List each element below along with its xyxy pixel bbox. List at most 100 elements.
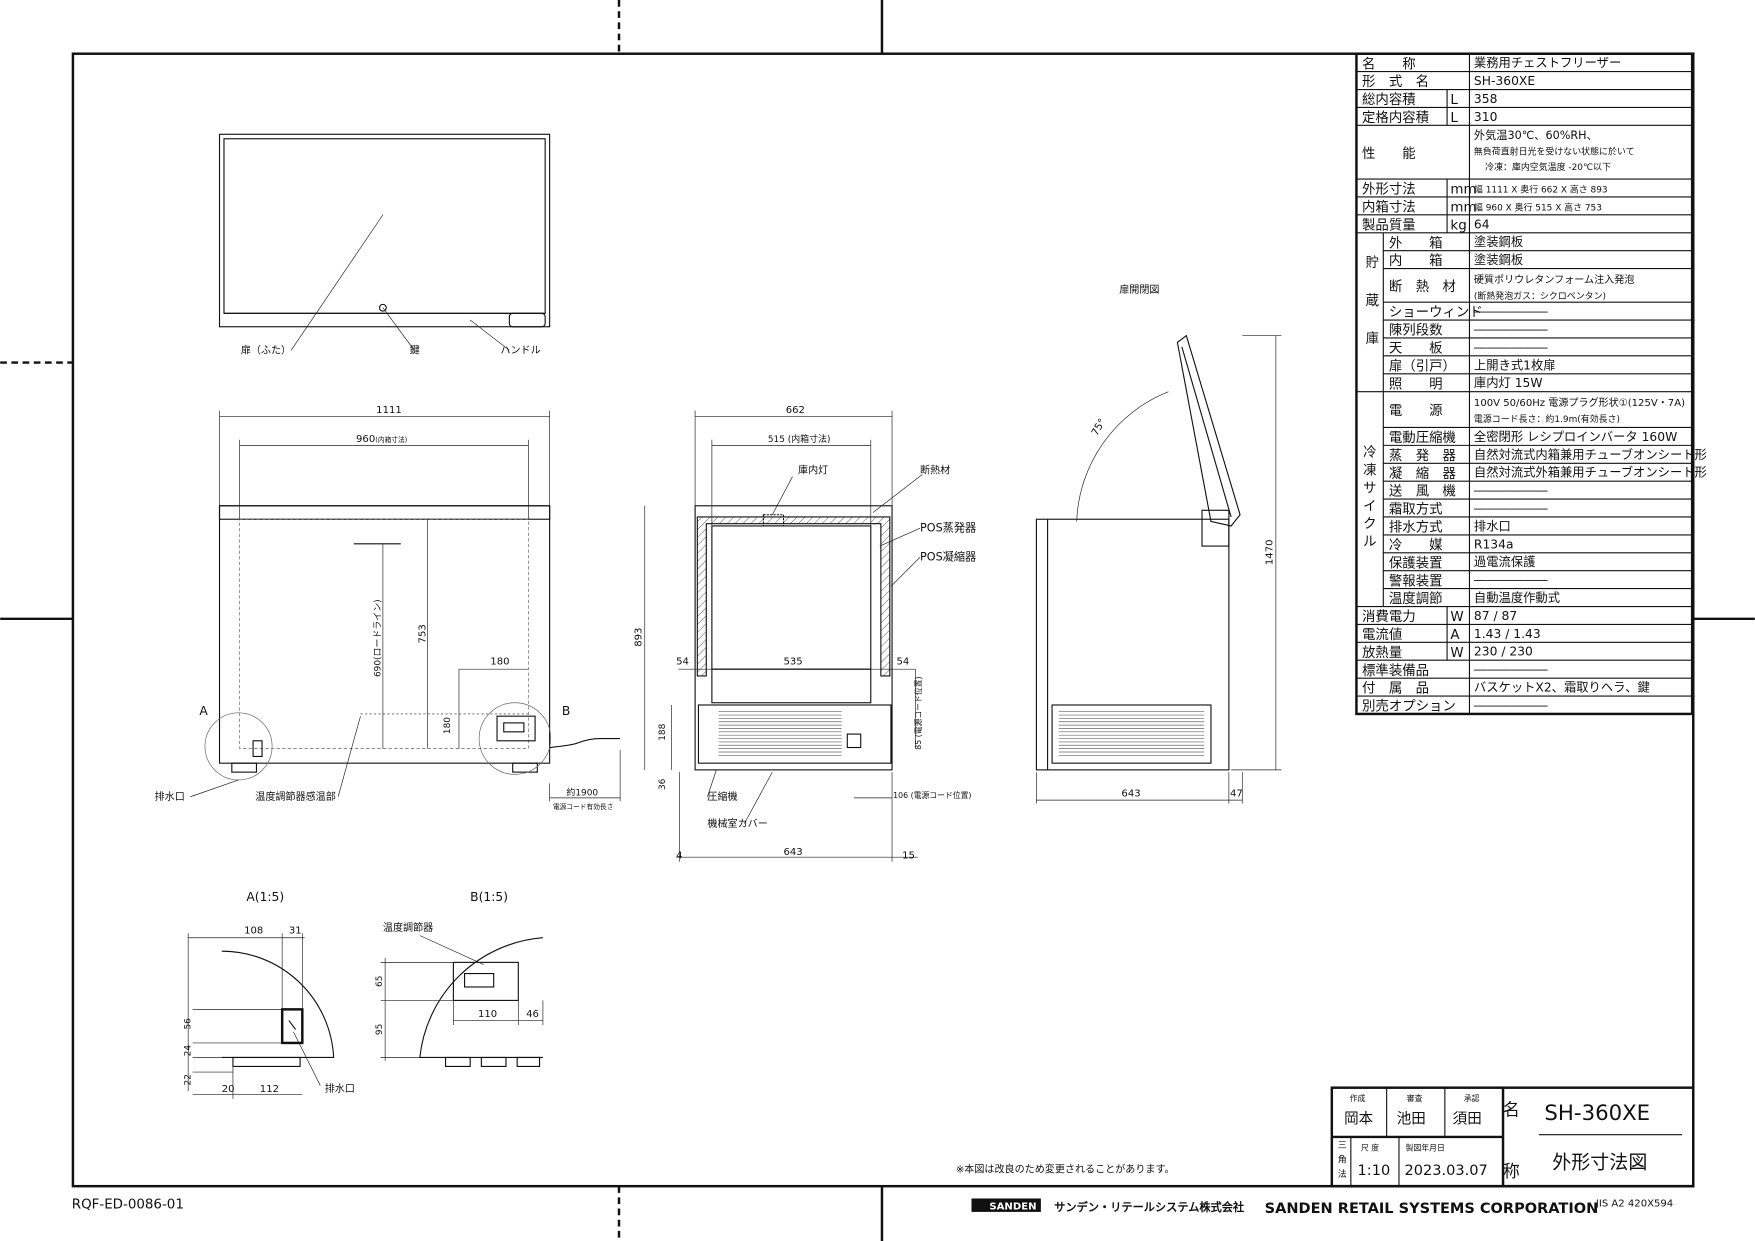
- label-pos-evaporator: POS蒸発器: [920, 521, 976, 535]
- top-view: 扉（ふた） 鍵 ハンドル: [218, 133, 551, 357]
- dim-180-b: 180: [443, 717, 453, 734]
- dim-95: 95: [375, 1024, 385, 1035]
- spec-value: ――――――: [1474, 305, 1548, 319]
- label-pos-condenser: POS凝縮器: [920, 550, 976, 564]
- spec-label: 警報装置: [1389, 573, 1443, 589]
- dim-85-cord: 85 (電源コード位置): [913, 676, 923, 749]
- spec-label: ショーウィンド: [1389, 305, 1483, 321]
- spec-label: 陳列段数: [1389, 323, 1443, 339]
- paper-size: JIS A2 420X594: [1595, 1198, 1673, 1209]
- spec-value: 硬質ポリウレタンフォーム注入発泡: [1474, 273, 1634, 286]
- label-handle: ハンドル: [500, 346, 540, 357]
- label-thermostat: 温度調節器: [383, 921, 433, 934]
- revision-note: ※本図は改良のため変更されることがあります。: [956, 1163, 1175, 1176]
- label-drain-detail: 排水口: [325, 1082, 355, 1095]
- dim-cord-1900: 約1900: [566, 787, 598, 799]
- checked-by: 池田: [1397, 1111, 1426, 1128]
- spec-value: ――――――: [1474, 484, 1548, 498]
- dim-112: 112: [260, 1084, 279, 1095]
- spec-value: 電源コード長さ：約1.9m(有効長さ): [1474, 413, 1620, 425]
- label-drain: 排水口: [155, 790, 185, 803]
- spec-value: 100V 50/60Hz 電源プラグ形状①(125V・7A): [1474, 396, 1685, 409]
- spec-label: 別売オプション: [1362, 699, 1456, 715]
- spec-value: 自然対流式外箱兼用チューブオンシート形: [1474, 465, 1707, 480]
- spec-value: 230 / 230: [1474, 645, 1533, 659]
- dim-662: 662: [786, 405, 805, 416]
- dim-54-b: 54: [897, 657, 910, 668]
- spec-label: 名 称: [1362, 56, 1416, 72]
- name-label-1: 名: [1503, 1100, 1520, 1120]
- spec-label: 形 式 名: [1362, 74, 1429, 90]
- date-label: 製図年月日: [1406, 1142, 1445, 1152]
- spec-value: ――――――: [1474, 502, 1548, 516]
- dim-643: 643: [784, 847, 803, 858]
- dim-20: 20: [222, 1084, 235, 1095]
- spec-value: 排水口: [1474, 519, 1511, 533]
- dim-46: 46: [526, 1009, 539, 1020]
- label-insulation: 断熱材: [920, 463, 950, 476]
- spec-value: 庫内灯 15W: [1474, 376, 1543, 390]
- label-b: B: [562, 704, 570, 718]
- spec-label: 定格内容積: [1362, 109, 1429, 126]
- label-compressor: 圧縮機: [707, 790, 737, 803]
- spec-group-cycle: 凍: [1363, 462, 1376, 478]
- spec-value: 業務用チェストフリーザー: [1474, 55, 1621, 70]
- dim-753: 753: [417, 624, 428, 643]
- open-view-title: 扉開閉図: [1119, 283, 1159, 296]
- spec-group-storage: 貯蔵庫: [1362, 255, 1379, 369]
- door-open-view: 扉開閉図 75° 1470 643 47: [1035, 283, 1282, 804]
- spec-value: ――――――: [1474, 698, 1548, 712]
- checked-by-label: 審査: [1407, 1093, 1423, 1103]
- spec-value: SH-360XE: [1474, 74, 1535, 88]
- dim-36: 36: [658, 778, 668, 790]
- spec-value: 自然対流式内箱兼用チューブオンシート形: [1474, 447, 1707, 462]
- spec-label: 温度調節: [1389, 591, 1443, 607]
- drawing-name: 外形寸法図: [1552, 1151, 1647, 1173]
- spec-label: 電流値: [1362, 627, 1402, 643]
- dim-1470: 1470: [1265, 539, 1276, 565]
- approved-by: 須田: [1453, 1111, 1482, 1128]
- dim-4: 4: [676, 850, 682, 861]
- spec-group-cycle: ク: [1363, 516, 1376, 532]
- label-sensor: 温度調節器感温部: [255, 790, 336, 803]
- document-number: RQF-ED-0086-01: [72, 1198, 184, 1213]
- dim-1111: 1111: [376, 405, 402, 416]
- spec-label: 製品質量: [1362, 217, 1416, 233]
- dim-690-load-line: 690(ロードライン): [373, 599, 384, 677]
- spec-value: 全密閉形 レシプロインバータ 160W: [1474, 429, 1677, 444]
- company-name-jp: サンデン・リテールシステム株式会社: [1054, 1200, 1244, 1214]
- sanden-logo-text: SANDEN: [989, 1202, 1036, 1213]
- spec-value: 外気温30℃、60%RH、: [1474, 128, 1598, 142]
- made-by: 岡本: [1344, 1111, 1374, 1128]
- spec-label: 内箱寸法: [1362, 199, 1416, 215]
- spec-group-cycle: サ: [1363, 481, 1376, 496]
- title-block: 作成 岡本 審査 池田 承認 須田 三角法 尺 度 1:10 製図年月日 202…: [1330, 1086, 1695, 1188]
- detail-a: A(1:5) 108 31 56 24 22 20 112 排水口: [183, 890, 355, 1099]
- spec-value: 幅 1111 X 奥行 662 X 高さ 893: [1474, 183, 1608, 195]
- dim-24: 24: [183, 1045, 193, 1057]
- spec-label: 電 源: [1389, 403, 1443, 419]
- dim-106-cord: 106 (電源コード位置): [893, 790, 971, 800]
- spec-value: ――――――: [1474, 573, 1548, 587]
- spec-value: 87 / 87: [1474, 609, 1517, 623]
- spec-unit: L: [1450, 111, 1458, 126]
- detail-b: B(1:5) 温度調節器 65 95 110 46: [375, 890, 544, 1067]
- spec-label: 総内容積: [1362, 91, 1416, 108]
- spec-value: 塗装鋼板: [1474, 234, 1523, 249]
- spec-label: 霜取方式: [1389, 502, 1443, 518]
- spec-value: ――――――: [1474, 322, 1548, 336]
- spec-unit: kg: [1450, 218, 1466, 233]
- spec-value: R134a: [1474, 537, 1514, 551]
- spec-label: 保護装置: [1389, 555, 1443, 571]
- dim-65: 65: [375, 976, 385, 987]
- dim-643-open: 643: [1121, 789, 1140, 800]
- spec-label: 断 熱 材: [1389, 279, 1456, 295]
- spec-value: ――――――: [1474, 663, 1548, 677]
- spec-value: 幅 960 X 奥行 515 X 高さ 753: [1474, 201, 1602, 213]
- spec-label: 蒸 発 器: [1389, 448, 1457, 464]
- spec-value: 1.43 / 1.43: [1474, 627, 1541, 641]
- dim-108: 108: [244, 925, 263, 936]
- made-by-label: 作成: [1350, 1093, 1366, 1103]
- spec-unit: W: [1450, 646, 1463, 661]
